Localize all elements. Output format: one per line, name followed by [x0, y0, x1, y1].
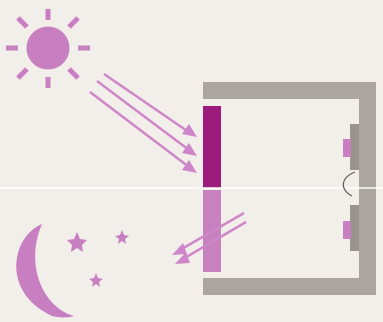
sun-disc: [27, 27, 69, 69]
wall-top: [203, 82, 376, 99]
window-day: [203, 106, 221, 188]
wall-bottom: [203, 278, 376, 295]
